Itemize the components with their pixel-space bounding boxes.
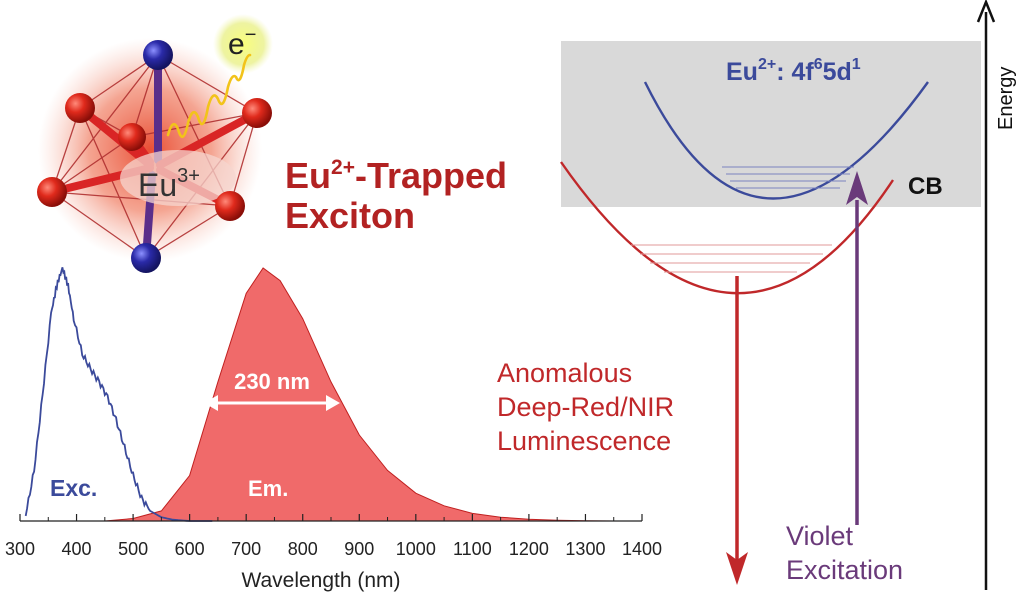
x-tick-label: 600 (175, 539, 205, 559)
title-trapped: -Trapped (355, 155, 507, 196)
svg-text:Eu2+-Trapped: Eu2+-Trapped (285, 155, 507, 196)
exc-series-label: Exc. (50, 475, 97, 501)
x-tick-label: 500 (118, 539, 148, 559)
title-eu: Eu (285, 155, 331, 196)
x-tick-label: 1400 (622, 539, 662, 559)
electron-glow (213, 14, 273, 74)
x-tick-label: 400 (62, 539, 92, 559)
x-tick-label: 800 (288, 539, 318, 559)
energy-axis-arrowhead (976, 0, 996, 23)
x-tick-label: 1200 (509, 539, 549, 559)
ligand (65, 93, 95, 123)
electron-label: e (228, 28, 245, 61)
spectrum-chart: 300 400 500 600 700 800 900 1000 1100 1200 1300 140… (5, 267, 662, 592)
emission-label-line2: Deep-Red/NIR (497, 392, 674, 422)
excitation-label-line1: Violet (786, 521, 854, 551)
x-tick-label: 1000 (396, 539, 436, 559)
ligand (215, 191, 245, 221)
emission-arrowhead (726, 552, 748, 585)
x-tick-label: 1300 (565, 539, 605, 559)
electron-superscript: − (245, 24, 257, 46)
upper-state-curve (643, 81, 929, 200)
eu3-label: Eu (138, 167, 177, 203)
axial-ligand-top (143, 40, 173, 70)
excitation-label-line2: Excitation (786, 555, 903, 585)
ligand (37, 177, 67, 207)
x-axis-title: Wavelength (nm) (241, 569, 400, 592)
x-tick-label: 900 (344, 539, 374, 559)
emission-label-line1: Anomalous (497, 358, 632, 388)
x-tick-label: 700 (231, 539, 261, 559)
lower-vibrational-levels (631, 244, 832, 273)
electron-wave (166, 53, 252, 138)
conduction-band (561, 41, 981, 207)
svg-text:Eu3+: Eu3+ (138, 165, 200, 203)
svg-text:e−: e− (228, 24, 256, 61)
title-superscript: 2+ (331, 156, 355, 179)
lower-state-curve (560, 161, 894, 295)
title-exciton: Exciton (285, 195, 415, 236)
eu3-superscript: 3+ (177, 165, 200, 187)
fwhm-arrow (204, 395, 340, 411)
ligand (118, 123, 146, 151)
fwhm-label: 230 nm (234, 369, 310, 394)
excitation-line (24, 267, 213, 522)
eu-octahedron-illustration: Eu3+ e− (37, 14, 273, 273)
axial-ligand-bottom (131, 243, 161, 273)
energy-diagram: CB Eu2+: 4f65d1 Energy A (497, 0, 1017, 590)
cb-label: CB (908, 173, 943, 200)
excitation-arrowhead (846, 171, 868, 205)
upper-state-label: Eu2+: 4f65d1 (726, 56, 861, 86)
emission-label-line3: Luminescence (497, 426, 671, 456)
x-tick-label: 300 (5, 539, 35, 559)
x-tick-label: 1100 (453, 539, 492, 559)
ligand (242, 98, 272, 128)
energy-axis-label: Energy (995, 67, 1017, 130)
upper-vibrational-levels (722, 166, 854, 189)
em-series-label: Em. (248, 476, 288, 501)
